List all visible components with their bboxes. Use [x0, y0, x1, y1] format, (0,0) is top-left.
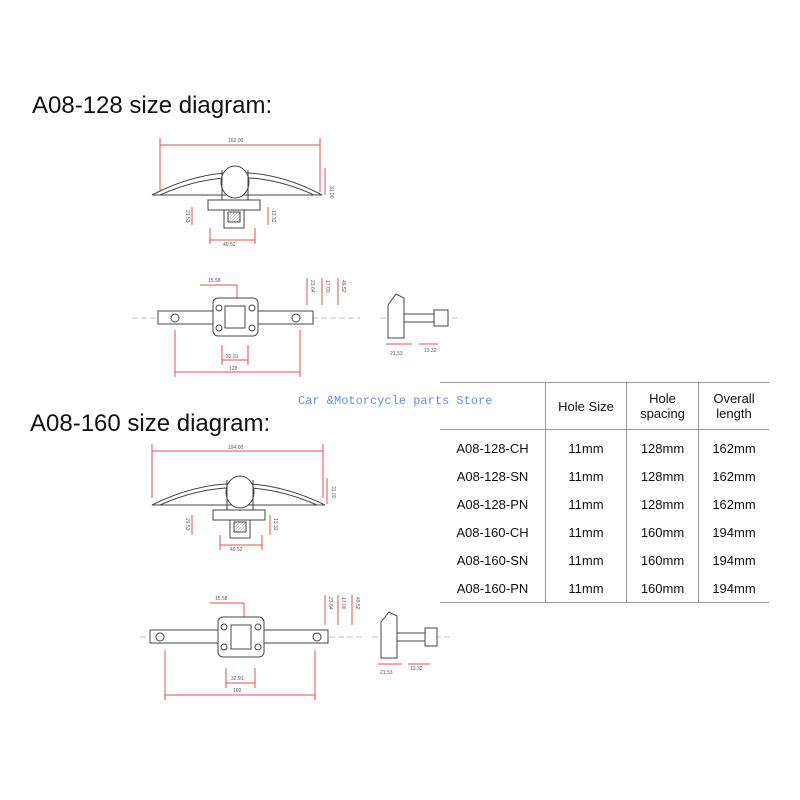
heading-a08-160: A08-160 size diagram: [30, 410, 271, 437]
cell-model: A08-160-PN [440, 574, 546, 603]
dim-knob-a: 23.64 [309, 280, 315, 293]
dim-knob-c: 49.52 [354, 597, 360, 610]
cell-hole-size: 11mm [545, 462, 627, 490]
table-row: A08-160-PN 11mm 160mm 194mm [440, 574, 769, 603]
cell-overall-length: 194mm [698, 574, 769, 603]
dim-overall-length: 162.00 [228, 138, 244, 144]
header-overall-length-line1: Overall [713, 391, 755, 406]
dim-side-b: 13.32 [424, 348, 437, 354]
cell-model: A08-128-PN [456, 496, 529, 512]
cell-hole-size: 11mm [545, 490, 627, 518]
cell-hole-size: 11mm [545, 574, 627, 603]
cell-overall-length: 194mm [698, 546, 769, 574]
header-hole-size-label: Hole Size [558, 398, 614, 414]
dim-knob-b: 17.00 [340, 597, 346, 610]
cell-hole-spacing: 160mm [626, 546, 699, 574]
header-model [440, 382, 546, 430]
top-view-160: 15.58 23.64 17.00 49.52 32.91 160 [140, 595, 365, 700]
cell-hole-size: 11mm [545, 546, 627, 574]
dim-flange: 15.58 [208, 278, 221, 284]
dim-overall-length: 194.00 [228, 445, 244, 451]
dim-height: 31.00 [330, 486, 336, 499]
dim-body-width: 32.91 [226, 354, 239, 360]
dim-base-side: 13.32 [270, 210, 276, 223]
dim-base-side: 13.32 [272, 518, 278, 531]
dim-base-width: 49.52 [230, 547, 243, 553]
side-view-160: 21.53 13.32 [372, 611, 450, 676]
dim-hole-spacing: 128 [229, 366, 238, 372]
top-view-128: 15.58 23.64 17.00 49.52 32.91 128 [132, 278, 360, 377]
table-row: A08-128-PN 11mm 128mm 162mm [440, 490, 769, 518]
cell-model: A08-128-CH [456, 440, 529, 456]
cell-model: A08-128-SN [456, 468, 529, 484]
table-row: A08-128-SN 11mm 128mm 162mm [440, 462, 769, 490]
dim-knob-a: 23.64 [327, 597, 333, 610]
front-view-160: 194.00 31.00 21.53 13.32 49.52 [151, 444, 336, 553]
table-row: A08-128-CH 11mm 128mm 162mm [440, 429, 769, 462]
cell-hole-size: 11mm [545, 518, 627, 546]
dim-side-b: 13.32 [410, 666, 423, 672]
cell-hole-spacing: 128mm [626, 462, 699, 490]
dim-side-a: 21.53 [390, 351, 403, 357]
dim-height: 31.00 [328, 186, 334, 199]
cell-overall-length: 162mm [698, 490, 769, 518]
cell-hole-size: 11mm [545, 429, 627, 462]
cell-hole-spacing: 160mm [626, 574, 699, 603]
cell-hole-spacing: 128mm [626, 429, 699, 462]
dim-knob-b: 17.00 [324, 280, 330, 293]
cell-hole-spacing: 128mm [626, 490, 699, 518]
dim-flange: 15.58 [215, 596, 228, 602]
side-view-128: 21.53 13.32 [380, 293, 462, 357]
cell-model: A08-160-SN [456, 552, 529, 568]
dim-base-width: 49.52 [223, 242, 236, 248]
dim-side-a: 21.53 [380, 670, 393, 676]
cell-hole-spacing: 160mm [626, 518, 699, 546]
header-overall-length-line2: length [716, 406, 752, 421]
table-row: A08-160-CH 11mm 160mm 194mm [440, 518, 769, 546]
header-hole-spacing-line2: spacing [640, 406, 685, 421]
dim-base-height: 21.53 [184, 210, 190, 223]
front-view-128: 162.00 31.00 21.53 13.32 49.52 [151, 138, 334, 248]
header-hole-size: Hole Size [545, 382, 627, 430]
dim-base-height: 21.53 [184, 518, 190, 531]
heading-a08-128: A08-128 size diagram: [32, 92, 273, 119]
cell-overall-length: 162mm [698, 462, 769, 490]
cell-overall-length: 194mm [698, 518, 769, 546]
table-row: A08-160-SN 11mm 160mm 194mm [440, 546, 769, 574]
header-hole-spacing-line1: Hole [649, 391, 676, 406]
dim-body-width: 32.91 [231, 676, 244, 682]
cell-model: A08-160-CH [456, 524, 529, 540]
cell-overall-length: 162mm [698, 429, 769, 462]
dim-knob-c: 49.52 [340, 280, 346, 293]
dim-hole-spacing: 160 [233, 688, 242, 694]
